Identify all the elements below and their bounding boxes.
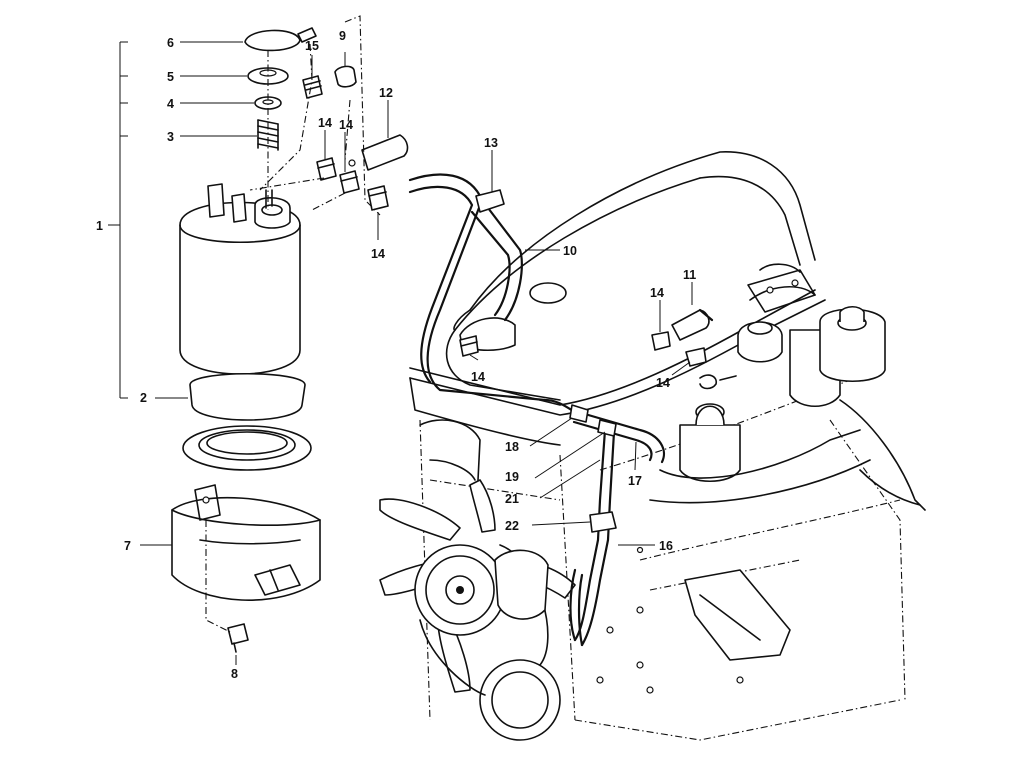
separator-canister — [179, 201, 301, 375]
callout-13: 13 — [484, 136, 498, 150]
callout-18: 18 — [505, 440, 519, 454]
callout-5: 5 — [167, 70, 174, 84]
callout-14-c: 14 — [371, 247, 385, 261]
part-7-bracket — [171, 496, 321, 601]
callout-12: 12 — [379, 86, 393, 100]
callout-4: 4 — [167, 97, 174, 111]
callout-7: 7 — [124, 539, 131, 553]
carburetor-right — [819, 308, 886, 383]
callout-9: 9 — [339, 29, 346, 43]
callout-14-d: 14 — [650, 286, 664, 300]
crank-pulley — [414, 544, 561, 741]
callout-14-a: 14 — [318, 116, 332, 130]
callout-10: 10 — [563, 244, 577, 258]
oil-separator-assembly — [171, 27, 479, 653]
oil-filler-cap — [529, 282, 567, 304]
callout-3: 3 — [167, 130, 174, 144]
part-8-bolt — [227, 623, 249, 645]
part-2-gasket — [189, 373, 306, 421]
callout-14-e: 14 — [471, 370, 485, 384]
callout-8: 8 — [231, 667, 238, 681]
pcv-hoses — [361, 134, 737, 647]
part-9-fitting — [334, 65, 357, 88]
callout-21: 21 — [505, 492, 519, 506]
hose-12 — [361, 134, 409, 171]
callout-14-f: 14 — [656, 376, 670, 390]
callout-19: 19 — [505, 470, 519, 484]
callout-2: 2 — [140, 391, 147, 405]
clamp-22 — [589, 511, 617, 533]
leader-lines — [108, 15, 693, 665]
callout-22: 22 — [505, 519, 519, 533]
callout-16: 16 — [659, 539, 673, 553]
engine-mount — [684, 569, 791, 661]
callout-11: 11 — [683, 268, 696, 282]
callout-17: 17 — [628, 474, 642, 488]
callout-6: 6 — [167, 36, 174, 50]
callout-15: 15 — [305, 39, 319, 53]
engine-block — [379, 151, 926, 741]
hose-11 — [671, 309, 710, 341]
clamp-13 — [475, 189, 505, 213]
callout-14-b: 14 — [339, 118, 353, 132]
part-6-cap — [244, 29, 301, 52]
callout-labels: 1 2 3 4 5 6 7 8 9 10 11 12 13 14 14 14 1… — [96, 29, 696, 681]
carburetor-left — [679, 424, 741, 482]
callout-1: 1 — [96, 219, 103, 233]
